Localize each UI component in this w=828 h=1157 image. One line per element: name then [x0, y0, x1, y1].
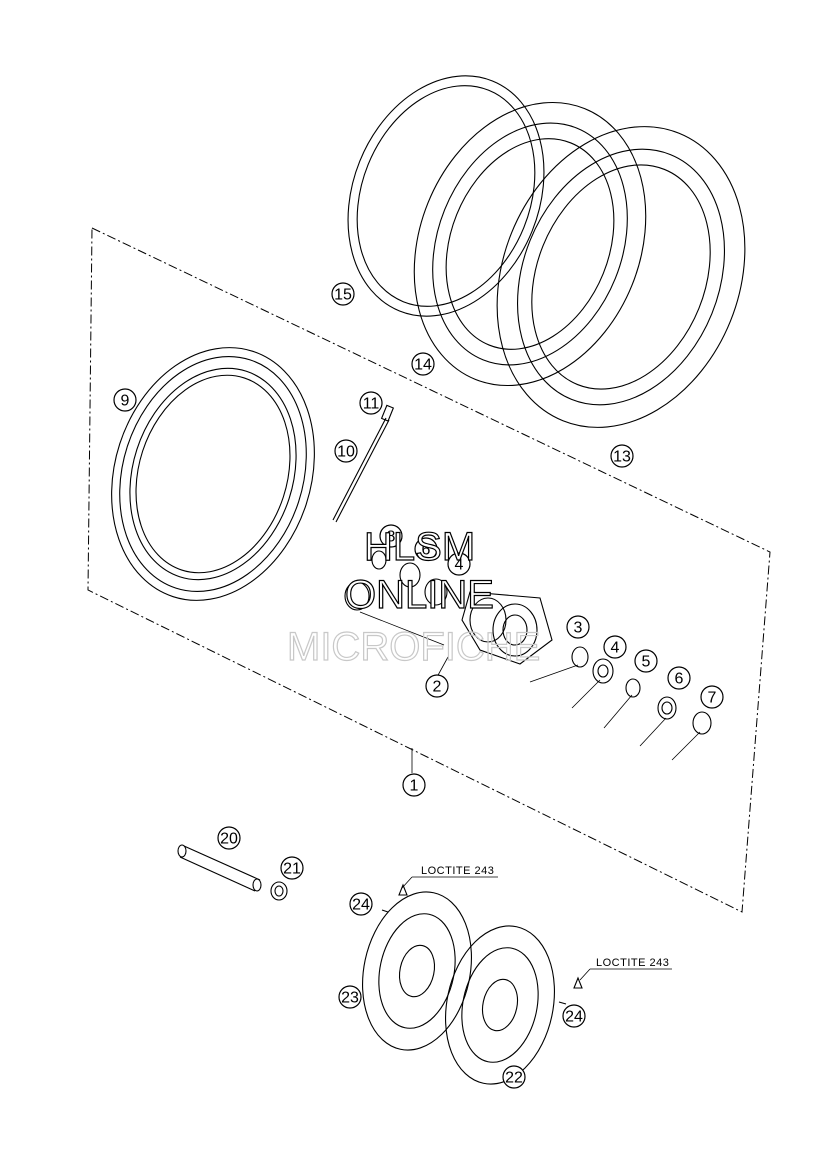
- callout-circle: [700, 685, 724, 709]
- callout-circle: [349, 892, 373, 916]
- watermark-line-2: ONLINE: [345, 573, 494, 617]
- callout-circle: [634, 649, 658, 673]
- callout-circle: [334, 439, 358, 463]
- callout-circle: [603, 635, 627, 659]
- callout-circle: [280, 856, 304, 880]
- callout-circle: [113, 388, 137, 412]
- callout-circle: [338, 985, 362, 1009]
- callout-circle: [331, 282, 355, 306]
- callout-label: 20: [220, 831, 238, 848]
- callout-10: 10: [334, 439, 358, 463]
- part-4-left-shape: [424, 578, 448, 606]
- callout-23: 23: [338, 985, 362, 1009]
- brake-disc-22: [445, 925, 555, 1085]
- watermark-line-1: HLSM: [364, 525, 475, 569]
- callout-label: 1: [410, 778, 419, 795]
- part-6-right-shape: [657, 696, 677, 720]
- loctite-note-lower: LOCTITE 243: [596, 957, 669, 969]
- note-leaders: [401, 876, 672, 981]
- callout-4: 4: [603, 635, 627, 659]
- watermark: HLSM ONLINE MICROFICHE: [286, 524, 541, 669]
- axle-20: [177, 844, 262, 892]
- callout-label: 14: [414, 357, 432, 374]
- callout-label: 11: [363, 396, 380, 413]
- callout-circle: [217, 826, 241, 850]
- callout-8: 8: [379, 524, 403, 548]
- callout-circle: [502, 1065, 526, 1089]
- callout-15: 15: [331, 282, 355, 306]
- callout-label: 10: [337, 444, 355, 461]
- nipple-11: [380, 404, 395, 422]
- callout-20: 20: [217, 826, 241, 850]
- callout-circle: [562, 1004, 586, 1028]
- part-4-right-shape: [592, 658, 614, 684]
- callout-circle: [379, 524, 403, 548]
- callout-circle: [425, 674, 449, 698]
- callout-2: 2: [425, 674, 449, 698]
- callout-21: 21: [280, 856, 304, 880]
- callout-14: 14: [411, 352, 435, 376]
- part-3-shape: [571, 646, 589, 668]
- callout-circle: [414, 537, 438, 561]
- callout-circle: [402, 773, 426, 797]
- callout-22: 22: [502, 1065, 526, 1089]
- callout-label: 5: [642, 654, 651, 671]
- callout-label: 13: [613, 449, 631, 466]
- callout-24: 24: [349, 892, 373, 916]
- hub-2: [461, 591, 553, 665]
- callout-label: 4: [455, 557, 464, 574]
- hub-small-parts: [344, 550, 712, 735]
- bolts-24: [381, 883, 583, 1005]
- callout-7: 7: [700, 685, 724, 709]
- callout-13: 13: [610, 444, 634, 468]
- callout-24: 24: [562, 1004, 586, 1028]
- watermark-line-3: MICROFICHE: [287, 625, 540, 669]
- callout-circle: [566, 615, 590, 639]
- leader-lines: [359, 611, 701, 773]
- callout-4: 4: [447, 552, 471, 576]
- callout-11: 11: [359, 391, 383, 415]
- callout-3: 3: [566, 615, 590, 639]
- callout-circle: [667, 666, 691, 690]
- callout-label: 24: [352, 897, 370, 914]
- callout-circle: [447, 552, 471, 576]
- callout-label: 24: [565, 1009, 583, 1026]
- callout-circle: [359, 391, 383, 415]
- assembly-boundary: [87, 227, 771, 913]
- callout-label: 7: [708, 690, 717, 707]
- callout-label: 2: [433, 679, 442, 696]
- callout-6: 6: [667, 666, 691, 690]
- part-5-shape: [625, 678, 641, 698]
- callout-label: 6: [675, 671, 684, 688]
- tire-14: [413, 101, 647, 387]
- nut-21: [270, 881, 288, 901]
- callout-label: 3: [574, 620, 583, 637]
- callout-label: 15: [334, 287, 352, 304]
- loctite-note-upper: LOCTITE 243: [421, 865, 494, 877]
- callout-label: 23: [341, 990, 359, 1007]
- callout-label: 8: [387, 529, 396, 546]
- callout-6: 6: [414, 537, 438, 561]
- callout-circle: [411, 352, 435, 376]
- callout-9: 9: [113, 388, 137, 412]
- rim-9: [111, 347, 315, 601]
- callout-label: 4: [611, 640, 620, 657]
- callout-circle: [610, 444, 634, 468]
- callout-5: 5: [634, 649, 658, 673]
- callout-label: 21: [283, 861, 301, 878]
- tube-15: [347, 75, 545, 317]
- tire-13: [496, 126, 746, 428]
- callout-label: 22: [505, 1070, 523, 1087]
- part-8-shape: [371, 550, 387, 570]
- spoke-10: [332, 417, 390, 523]
- callout-label: 9: [121, 393, 130, 410]
- callout-1: 1: [402, 773, 426, 797]
- part-6-left-shape: [399, 562, 421, 588]
- callout-label: 6: [422, 542, 431, 559]
- part-7-shape: [692, 711, 712, 735]
